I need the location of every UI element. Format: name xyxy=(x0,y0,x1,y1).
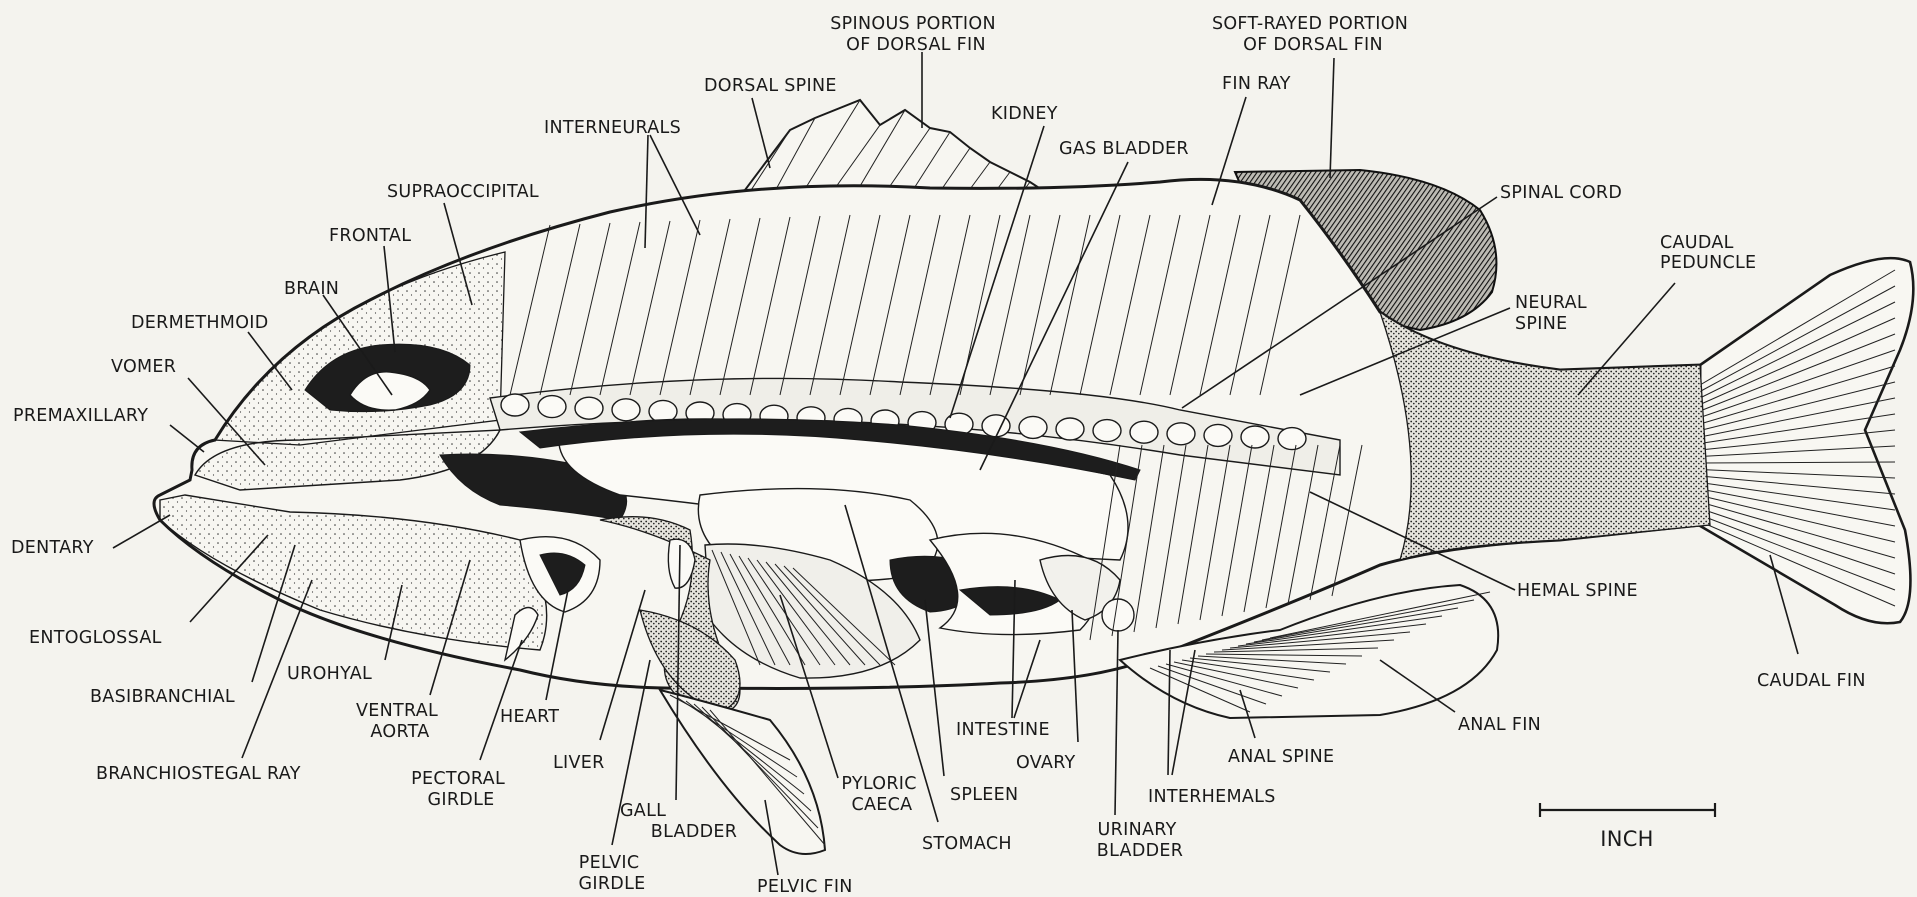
vertebra xyxy=(612,399,640,421)
label-spinal-cord: SPINAL CORD xyxy=(1500,183,1622,203)
leader-dentary xyxy=(113,515,170,548)
leader-premaxillary xyxy=(170,425,204,452)
scale-bar-label: INCH xyxy=(1600,827,1654,851)
label-supraoccipital: SUPRAOCCIPITAL xyxy=(387,182,539,202)
label-heart: HEART xyxy=(500,707,559,727)
label-premaxillary: PREMAXILLARY xyxy=(13,406,148,426)
label-hemal-spine: HEMAL SPINE xyxy=(1517,581,1638,601)
label-interneurals: INTERNEURALS xyxy=(544,118,681,138)
label-pelvic-fin: PELVIC FIN xyxy=(757,877,853,897)
label-neural-spine: NEURAL SPINE xyxy=(1515,293,1593,334)
label-liver: LIVER xyxy=(553,753,605,773)
vertebra xyxy=(501,394,529,416)
vertebra xyxy=(1241,426,1269,448)
label-vomer: VOMER xyxy=(111,357,176,377)
label-caudal-fin: CAUDAL FIN xyxy=(1757,671,1866,691)
label-basibranchial: BASIBRANCHIAL xyxy=(90,687,235,707)
scale-bar: INCH xyxy=(1540,803,1715,851)
label-gas-bladder: GAS BLADDER xyxy=(1059,139,1189,159)
vertebra xyxy=(1019,416,1047,438)
label-pectoral-girdle: PECTORAL GIRDLE xyxy=(411,769,511,810)
vertebra xyxy=(575,397,603,419)
label-spleen: SPLEEN xyxy=(950,785,1018,805)
label-dentary: DENTARY xyxy=(11,538,94,558)
urinary-bladder-shape xyxy=(1102,599,1134,631)
label-kidney: KIDNEY xyxy=(991,104,1058,124)
label-brain: BRAIN xyxy=(284,279,339,299)
label-spinous-portion: SPINOUS PORTION OF DORSAL FIN xyxy=(830,14,1001,55)
vertebra xyxy=(538,396,566,418)
caudal-peduncle-shape xyxy=(1380,312,1710,560)
label-branchiostegal-ray: BRANCHIOSTEGAL RAY xyxy=(96,764,301,784)
vertebra xyxy=(1278,428,1306,450)
vertebra xyxy=(1056,418,1084,440)
label-intestine: INTESTINE xyxy=(956,720,1050,740)
label-urinary-bladder: URINARY BLADDER xyxy=(1097,820,1183,861)
label-anal-fin: ANAL FIN xyxy=(1458,715,1541,735)
vertebra xyxy=(1093,420,1121,442)
label-caudal-peduncle: CAUDAL PEDUNCLE xyxy=(1660,233,1756,273)
vertebra xyxy=(1204,424,1232,446)
label-anal-spine: ANAL SPINE xyxy=(1228,747,1334,767)
label-urohyal: UROHYAL xyxy=(287,664,372,684)
label-fin-ray: FIN RAY xyxy=(1222,74,1291,94)
label-ovary: OVARY xyxy=(1016,753,1076,773)
label-frontal: FRONTAL xyxy=(329,226,411,246)
label-entoglossal: ENTOGLOSSAL xyxy=(29,628,162,648)
vertebra xyxy=(1167,423,1195,445)
label-pelvic-girdle: PELVIC GIRDLE xyxy=(579,853,646,894)
label-pyloric-caeca: PYLORIC CAECA xyxy=(841,774,922,815)
leader-soft-rayed xyxy=(1330,58,1334,178)
vertebra xyxy=(1130,421,1158,443)
label-interhemals: INTERHEMALS xyxy=(1148,787,1276,807)
label-stomach: STOMACH xyxy=(922,834,1012,854)
label-gall-bladder: GALL BLADDER xyxy=(620,801,737,842)
leader-dorsal-spine xyxy=(752,98,770,168)
label-soft-rayed-portion: SOFT-RAYED PORTION OF DORSAL FIN xyxy=(1212,14,1414,55)
label-dorsal-spine: DORSAL SPINE xyxy=(704,76,837,96)
label-dermethmoid: DERMETHMOID xyxy=(131,313,269,333)
label-ventral-aorta: VENTRAL AORTA xyxy=(356,701,444,742)
